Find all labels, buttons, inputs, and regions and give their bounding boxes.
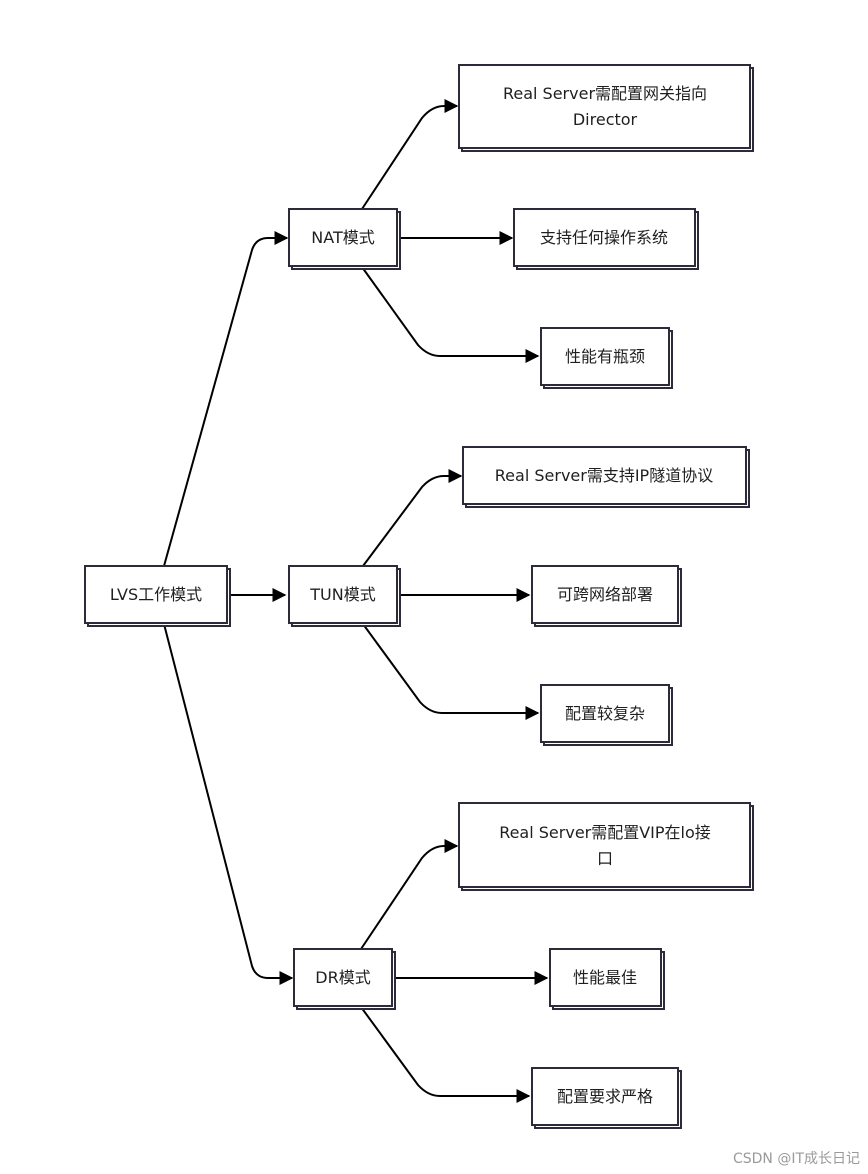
node-dr-leaf-3-label: 配置要求严格 [557, 1087, 653, 1106]
node-tun-leaf-2-label: 可跨网络部署 [557, 585, 653, 604]
edge-root-to-dr [163, 623, 294, 985]
node-dr-label: DR模式 [315, 968, 370, 987]
edge-nat-to-leaf-1 [361, 99, 459, 210]
node-tun-leaf-3: 配置较复杂 [540, 684, 673, 746]
node-nat-label: NAT模式 [311, 228, 374, 247]
edge-nat-to-leaf-3 [361, 266, 540, 363]
node-root-label: LVS工作模式 [110, 585, 202, 604]
edges [163, 99, 549, 1103]
node-nat-leaf-1-line-2: Director [573, 110, 638, 129]
node-tun-mode: TUN模式 [288, 565, 401, 627]
node-tun-leaf-1: Real Server需支持IP隧道协议 [462, 446, 750, 508]
node-dr-leaf-1: Real Server需配置VIP在lo接 口 [458, 802, 754, 891]
watermark: CSDN @IT成长日记 [732, 1151, 860, 1167]
node-dr-mode: DR模式 [293, 948, 396, 1010]
node-nat-leaf-3: 性能有瓶颈 [540, 327, 673, 389]
edge-tun-to-leaf-1 [362, 469, 463, 567]
node-tun-leaf-3-label: 配置较复杂 [565, 704, 645, 723]
node-nat-leaf-1-line-1: Real Server需配置网关指向 [503, 84, 707, 103]
node-tun-leaf-1-label: Real Server需支持IP隧道协议 [495, 466, 713, 485]
node-dr-leaf-2-label: 性能最佳 [573, 968, 637, 987]
edge-tun-to-leaf-3 [362, 623, 540, 720]
node-dr-leaf-2: 性能最佳 [549, 948, 665, 1010]
node-tun-label: TUN模式 [309, 585, 375, 604]
edge-dr-to-leaf-3 [360, 1006, 531, 1103]
node-dr-leaf-1-line-1: Real Server需配置VIP在lo接 [499, 823, 711, 842]
node-nat-leaf-2-label: 支持任何操作系统 [540, 228, 668, 247]
node-nat-leaf-3-label: 性能有瓶颈 [565, 347, 645, 366]
node-root: LVS工作模式 [84, 565, 231, 627]
node-dr-leaf-3: 配置要求严格 [531, 1067, 682, 1129]
node-nat-leaf-2: 支持任何操作系统 [513, 208, 699, 270]
node-tun-leaf-2: 可跨网络部署 [531, 565, 682, 627]
node-dr-leaf-1-line-2: 口 [597, 849, 613, 868]
node-nat-leaf-1: Real Server需配置网关指向 Director [458, 64, 754, 152]
edge-root-to-nat [163, 231, 289, 567]
node-nat-mode: NAT模式 [288, 208, 401, 270]
edge-dr-to-leaf-1 [360, 839, 459, 950]
